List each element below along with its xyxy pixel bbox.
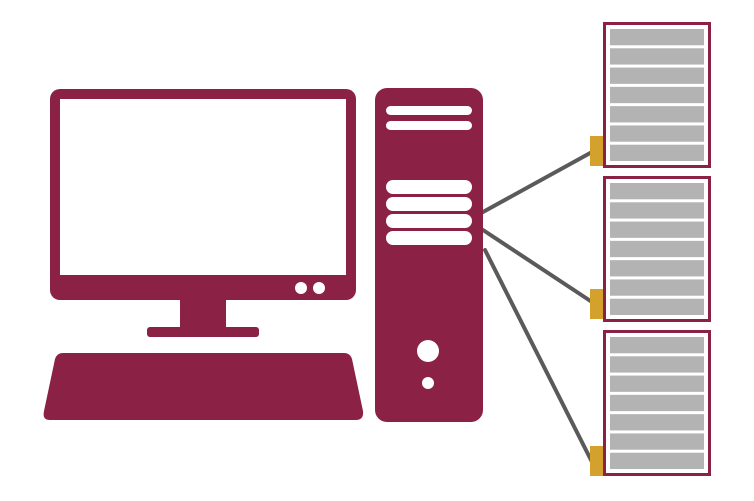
- connector-plug: [590, 289, 603, 319]
- keyboard-body: [43, 353, 364, 420]
- tower-power-button: [417, 340, 439, 362]
- storage-slot: [610, 414, 704, 431]
- storage-slot: [610, 394, 704, 412]
- storage-slot: [610, 125, 704, 142]
- tower-drive-bay: [386, 214, 472, 228]
- storage-unit-icon: [603, 22, 711, 168]
- monitor-base: [147, 327, 259, 337]
- storage-slot: [610, 337, 704, 354]
- storage-slot: [610, 433, 704, 450]
- storage-slot: [610, 67, 704, 84]
- monitor-indicator-light: [313, 282, 325, 294]
- monitor-indicator-light: [295, 282, 307, 294]
- storage-slot: [610, 48, 704, 65]
- tower-drive-bay: [386, 231, 472, 245]
- storage-slot: [610, 29, 704, 46]
- computer-tower-icon: [375, 88, 483, 422]
- storage-slot: [610, 183, 704, 200]
- monitor-screen: [60, 99, 346, 275]
- storage-slot: [610, 260, 704, 277]
- connector-plug: [590, 136, 603, 166]
- keyboard-icon: [43, 353, 364, 420]
- storage-unit-icon: [603, 176, 711, 322]
- storage-slot: [610, 298, 704, 315]
- connectors-group: [590, 136, 603, 476]
- tower-case: [375, 88, 483, 422]
- storage-slot: [610, 279, 704, 296]
- tower-drive-bay: [386, 180, 472, 194]
- storage-slot: [610, 86, 704, 104]
- storage-unit-icon: [603, 330, 711, 476]
- tower-top-bay: [386, 106, 472, 115]
- cable-to-storage-unit-2: [481, 228, 594, 304]
- tower-reset-button: [422, 377, 434, 389]
- storage-slot: [610, 375, 704, 392]
- storage-slot: [610, 202, 704, 219]
- tower-drive-bay: [386, 197, 472, 211]
- monitor-neck: [180, 299, 226, 329]
- storage-slot: [610, 240, 704, 258]
- cable-to-storage-unit-3: [483, 248, 594, 464]
- monitor-icon: [50, 89, 356, 337]
- storage-slot: [610, 221, 704, 238]
- cables-group: [481, 150, 594, 464]
- tower-top-bay: [386, 121, 472, 130]
- storage-slot: [610, 144, 704, 161]
- storage-slot: [610, 356, 704, 373]
- storage-slot: [610, 452, 704, 469]
- connector-plug: [590, 446, 603, 476]
- cable-to-storage-unit-1: [481, 150, 594, 214]
- storage-slot: [610, 106, 704, 123]
